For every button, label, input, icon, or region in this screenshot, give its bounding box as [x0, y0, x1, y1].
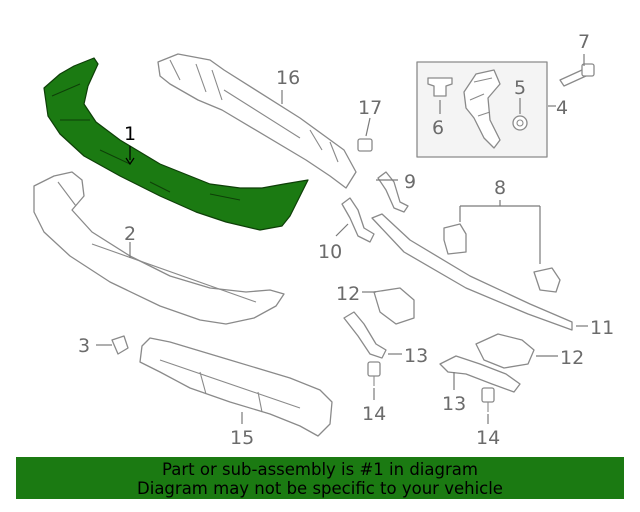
parts-diagram: 1 2 3 4 5 6 7 8 9 10 11 12 12 13 13 14 1…	[33, 31, 614, 449]
part-4-bracket-kit[interactable]	[416, 61, 548, 158]
part-7-bolt[interactable]	[559, 63, 595, 87]
disclaimer-banner: Part or sub-assembly is #1 in diagram Di…	[16, 457, 624, 499]
callout-1: 1	[124, 123, 136, 145]
part-12-bracket-lower[interactable]	[475, 333, 535, 369]
part-17-nut[interactable]	[357, 138, 373, 152]
part-6-clip[interactable]	[427, 77, 453, 97]
part-12-sensor-bracket-upper[interactable]	[373, 287, 415, 325]
callout-12-upper: 12	[336, 283, 360, 305]
callout-7: 7	[578, 31, 590, 53]
banner-line-1: Part or sub-assembly is #1 in diagram	[162, 460, 478, 479]
part-2-lower-cover[interactable]	[33, 171, 285, 325]
callout-13-left: 13	[404, 345, 428, 367]
callout-2: 2	[124, 223, 136, 245]
part-1-bumper-cover-highlighted[interactable]	[43, 57, 309, 231]
callout-6: 6	[432, 117, 444, 139]
callout-3: 3	[78, 335, 90, 357]
callout-10: 10	[318, 241, 342, 263]
callout-8: 8	[494, 177, 506, 199]
callout-5: 5	[514, 77, 526, 99]
part-15-lower-diffuser[interactable]	[139, 337, 333, 437]
banner-line-2: Diagram may not be specific to your vehi…	[137, 479, 503, 498]
callout-4: 4	[556, 97, 568, 119]
part-9-bracket[interactable]	[377, 171, 409, 213]
callout-17: 17	[358, 97, 382, 119]
part-14-push-pin-left[interactable]	[367, 361, 381, 386]
part-8-pad-left[interactable]	[443, 223, 467, 255]
leader-lines	[96, 54, 588, 424]
callout-9: 9	[404, 171, 416, 193]
part-3-plug[interactable]	[111, 335, 129, 355]
part-13-bracket-right[interactable]	[439, 355, 521, 393]
callout-11: 11	[590, 317, 614, 339]
callout-15: 15	[230, 427, 254, 449]
callout-12-lower: 12	[560, 347, 584, 369]
part-13-bracket-left[interactable]	[343, 311, 387, 359]
callout-13-right: 13	[442, 393, 466, 415]
callout-16: 16	[276, 67, 300, 89]
part-14-push-pin-right[interactable]	[481, 387, 495, 412]
part-11-reinforcement-strip[interactable]	[371, 213, 573, 331]
part-10-bracket[interactable]	[341, 197, 375, 243]
callout-14-right: 14	[476, 427, 500, 449]
part-5-nut[interactable]	[512, 115, 528, 131]
part-8-pad-right[interactable]	[533, 267, 561, 293]
part-16-reinforcement-beam[interactable]	[157, 53, 357, 189]
callout-14-left: 14	[362, 403, 386, 425]
